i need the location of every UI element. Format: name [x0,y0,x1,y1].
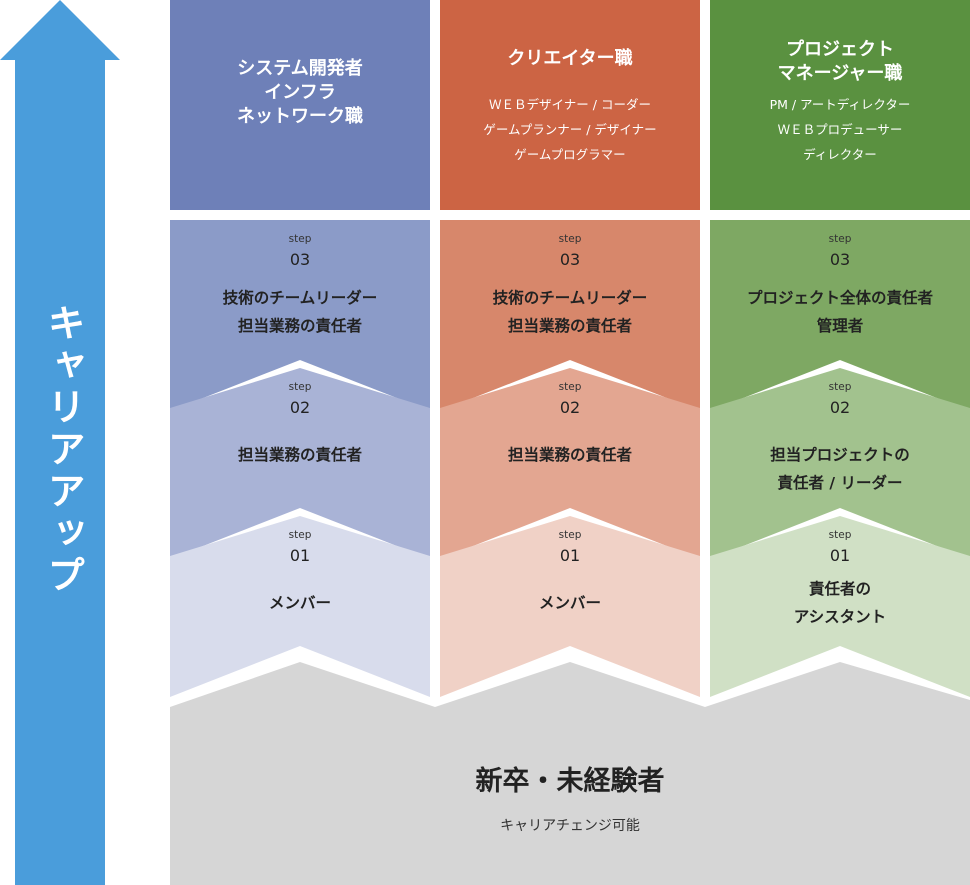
column-pm-step-label: step [828,529,852,541]
column-head-creator [440,0,700,210]
column-pm-step-desc: 担当プロジェクトの責任者 / リーダー [710,441,970,497]
column-system-step-desc: 担当業務の責任者 [170,441,430,469]
column-pm-step-desc: プロジェクト全体の責任者管理者 [710,284,970,340]
column-pm-step-label: step [828,381,852,393]
column-system-step1-band [170,516,430,697]
column-pm-step-desc-line: プロジェクト全体の責任者 [746,289,933,307]
column-creator-step-label: step [558,529,582,541]
column-system-step2-band [170,368,430,559]
column-pm-step-desc-line: 責任者の [808,580,871,598]
column-pm-step-desc-line: 担当プロジェクトの [770,446,910,464]
column-system-step-desc: 技術のチームリーダー担当業務の責任者 [170,284,430,340]
column-pm-step-desc-line: 管理者 [816,317,864,335]
column-creator-step2-band [440,368,700,559]
column-creator-head-sub-line: ＷＥＢデザイナー / コーダー [489,97,651,112]
column-creator-head-sub-line: ゲームプログラマー [514,147,626,162]
career-up-label: キャリアアップ [41,303,85,597]
column-creator-step-desc: 技術のチームリーダー担当業務の責任者 [440,284,700,340]
column-system-head-title-line: ネットワーク職 [237,106,363,127]
column-system-step-desc: メンバー [170,589,430,617]
column-creator-step-number: 01 [559,546,581,565]
column-system-step-label: step [288,233,312,245]
column-pm-head-sub-line: ＷＥＢプロデューサー [777,122,903,137]
column-creator-step-label: step [558,233,582,245]
column-creator-step-label: step [558,381,582,393]
column-creator-step-desc-line: 担当業務の責任者 [507,446,632,464]
column-creator-head-title-line: クリエイター職 [507,48,633,69]
column-creator-step-number: 02 [559,398,581,417]
column-system-step-desc-line: 担当業務の責任者 [237,317,362,335]
column-creator-step-desc: メンバー [440,589,700,617]
column-system-step-label: step [288,381,312,393]
column-creator-step-desc-line: 担当業務の責任者 [507,317,632,335]
column-system-step-number: 03 [289,250,311,269]
column-system-step-desc-line: メンバー [268,594,331,612]
column-creator-head-title: クリエイター職 [440,47,700,71]
column-pm-head-title-line: マネージャー職 [777,63,903,84]
column-pm-step-desc-line: アシスタント [793,608,887,626]
column-pm-head-sub-line: ディレクター [803,147,877,162]
base-title: 新卒・未経験者 [475,766,665,797]
column-system-step-number: 02 [289,398,311,417]
column-pm-step-desc-line: 責任者 / リーダー [777,474,903,492]
column-pm-head-title: プロジェクトマネージャー職 [710,38,970,86]
column-pm-step-number: 03 [829,250,851,269]
column-system-step-desc-line: 担当業務の責任者 [237,446,362,464]
column-creator-step-desc-line: メンバー [538,594,601,612]
column-system-head-title-line: システム開発者 [237,58,363,79]
column-system-step-desc-line: 技術のチームリーダー [222,289,378,307]
column-creator-step-number: 03 [559,250,581,269]
column-pm-step-desc: 責任者のアシスタント [710,575,970,631]
column-head-pm [710,0,970,210]
column-pm-head-sub-line: PM / アートディレクター [769,97,911,112]
base-region [170,662,970,885]
career-up-arrow [0,0,120,885]
base-subtitle: キャリアチェンジ可能 [500,818,640,834]
column-pm-step-number: 02 [829,398,851,417]
column-head-system [170,0,430,210]
column-system-step3-band [170,220,430,411]
column-system-step-number: 01 [289,546,311,565]
column-creator-head-sub: ＷＥＢデザイナー / コーダーゲームプランナー / デザイナーゲームプログラマー [440,92,700,167]
column-pm-head-sub: PM / アートディレクター ＷＥＢプロデューサーディレクター [710,92,970,167]
column-pm-step1-band [710,516,970,697]
column-creator-head-sub-line: ゲームプランナー / デザイナー [483,122,657,137]
column-system-step-label: step [288,529,312,541]
column-pm-step3-band [710,220,970,411]
column-creator-step3-band [440,220,700,411]
column-creator-step1-band [440,516,700,697]
column-pm-step-label: step [828,233,852,245]
column-creator-step-desc-line: 技術のチームリーダー [492,289,648,307]
column-pm-head-title-line: プロジェクト [786,39,894,60]
column-pm-step-number: 01 [829,546,851,565]
column-pm-step2-band [710,368,970,559]
column-creator-step-desc: 担当業務の責任者 [440,441,700,469]
column-system-head-title: システム開発者インフラネットワーク職 [170,57,430,129]
column-system-head-title-line: インフラ [264,82,336,103]
